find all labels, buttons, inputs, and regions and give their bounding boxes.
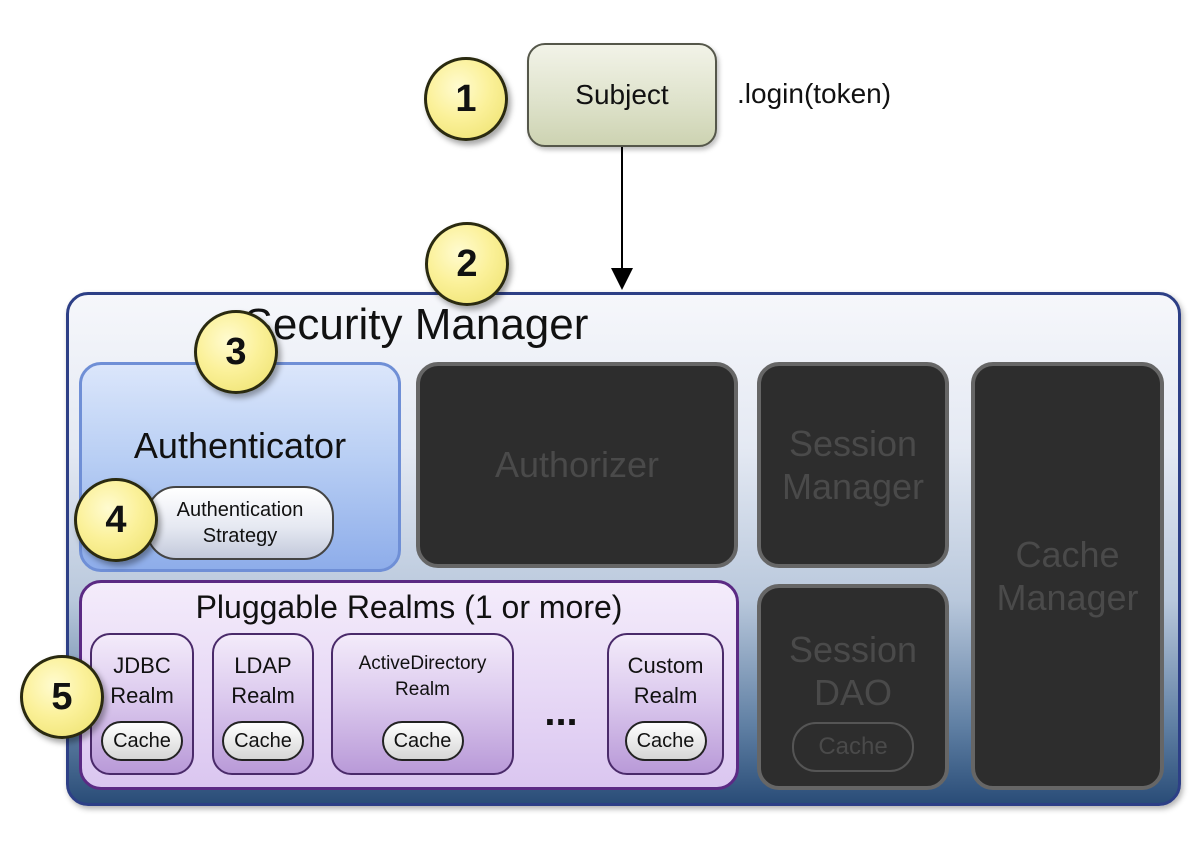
- authentication-strategy-label: Authentication Strategy: [176, 499, 304, 547]
- cache-manager-label: Cache Manager: [996, 533, 1139, 618]
- realm-custom[interactable]: Custom Realm Cache: [607, 633, 724, 775]
- flow-arrow-line: [621, 147, 623, 275]
- step-2-badge: 2: [425, 222, 509, 306]
- realm-active-directory[interactable]: ActiveDirectory Realm Cache: [331, 633, 514, 775]
- session-dao-label: Session DAO: [788, 629, 918, 714]
- security-manager-title: Security Manager: [243, 300, 589, 349]
- realm-label: ActiveDirectory Realm: [358, 653, 487, 700]
- session-dao-cache: Cache: [792, 722, 914, 773]
- subject-label: Subject: [575, 79, 669, 110]
- step-1-badge: 1: [424, 57, 508, 141]
- realm-ldap[interactable]: LDAP Realm Cache: [212, 633, 314, 775]
- realm-cache: Cache: [381, 721, 464, 761]
- authorizer-box: Authorizer: [416, 362, 738, 568]
- realm-label: LDAP Realm: [231, 653, 295, 708]
- session-dao-box: Session DAO Cache: [757, 584, 949, 790]
- realm-label: Custom Realm: [627, 653, 704, 708]
- step-3-badge: 3: [194, 310, 278, 394]
- authorizer-label: Authorizer: [494, 444, 660, 486]
- step-5-badge: 5: [20, 655, 104, 739]
- flow-arrow-head: [611, 268, 633, 290]
- login-call-label: .login(token): [737, 78, 892, 109]
- realm-cache: Cache: [101, 721, 183, 761]
- session-manager-label: Session Manager: [781, 422, 925, 507]
- session-manager-box: Session Manager: [757, 362, 949, 568]
- pluggable-realms-title: Pluggable Realms (1 or more): [195, 589, 623, 625]
- realm-label: JDBC Realm: [110, 653, 174, 708]
- realm-jdbc[interactable]: JDBC Realm Cache: [90, 633, 194, 775]
- authentication-strategy-box[interactable]: Authentication Strategy: [146, 486, 334, 560]
- realm-cache: Cache: [624, 721, 707, 761]
- subject-box[interactable]: Subject: [527, 43, 717, 147]
- realm-cache: Cache: [222, 721, 304, 761]
- cache-manager-box: Cache Manager: [971, 362, 1164, 790]
- more-realms-ellipsis: ...: [544, 690, 578, 734]
- step-4-badge: 4: [74, 478, 158, 562]
- authenticator-label: Authenticator: [133, 425, 347, 466]
